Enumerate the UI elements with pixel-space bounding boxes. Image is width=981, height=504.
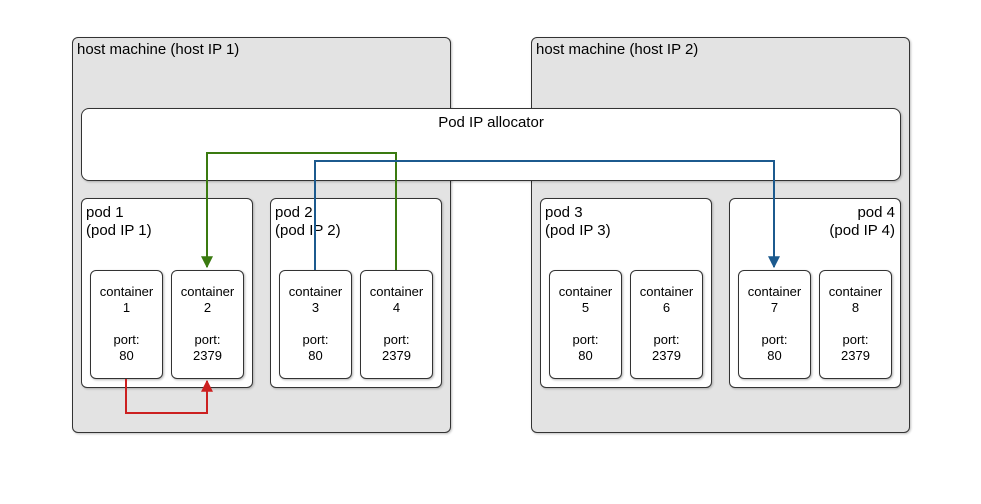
container-8-number: 8 [851,300,860,315]
container-3-number: 3 [311,300,320,315]
host-machine-1-label: host machine (host IP 1) [77,41,240,58]
pod-3-name: pod 3 [545,204,583,221]
container-7-number: 7 [770,300,779,315]
container-4-port: 2379 [382,348,411,363]
container-2-number: 2 [203,300,212,315]
container-5-word: container [558,284,613,299]
container-8-port-label: port: [842,332,869,347]
pod-3-ip: (pod IP 3) [545,222,611,239]
container-7-port: 80 [767,348,782,363]
container-1-port-label: port: [113,332,140,347]
pod-4-name: pod 4 [857,204,895,221]
container-7-port-label: port: [761,332,788,347]
container-6-port: 2379 [652,348,681,363]
container-1-word: container [99,284,154,299]
container-4-word: container [369,284,424,299]
pod-ip-allocator: Pod IP allocator [81,108,901,181]
container-8-word: container [828,284,883,299]
container-2-port: 2379 [193,348,222,363]
container-2-word: container [180,284,235,299]
container-7-word: container [747,284,802,299]
pod-ip-allocator-label: Pod IP allocator [438,114,544,131]
pod-2-ip: (pod IP 2) [275,222,341,239]
container-2-port-label: port: [194,332,221,347]
container-3-port-label: port: [302,332,329,347]
container-6-word: container [639,284,694,299]
arrow-container4-to-container2 [201,152,397,270]
container-8-port: 2379 [841,348,870,363]
pod-1-name: pod 1 [86,204,124,221]
host-machine-2-label: host machine (host IP 2) [536,41,699,58]
pod-1-ip: (pod IP 1) [86,222,152,239]
arrow-container1-to-container2 [125,379,213,414]
container-6-port-label: port: [653,332,680,347]
container-3-port: 80 [308,348,323,363]
container-5-port: 80 [578,348,593,363]
container-1-number: 1 [122,300,131,315]
container-3-word: container [288,284,343,299]
pod-4-ip: (pod IP 4) [829,222,895,239]
arrow-container3-to-container7 [314,160,780,270]
container-6-number: 6 [662,300,671,315]
container-5-number: 5 [581,300,590,315]
container-5-port-label: port: [572,332,599,347]
container-4-number: 4 [392,300,401,315]
pod-2-name: pod 2 [275,204,313,221]
container-1-port: 80 [119,348,134,363]
container-4-port-label: port: [383,332,410,347]
